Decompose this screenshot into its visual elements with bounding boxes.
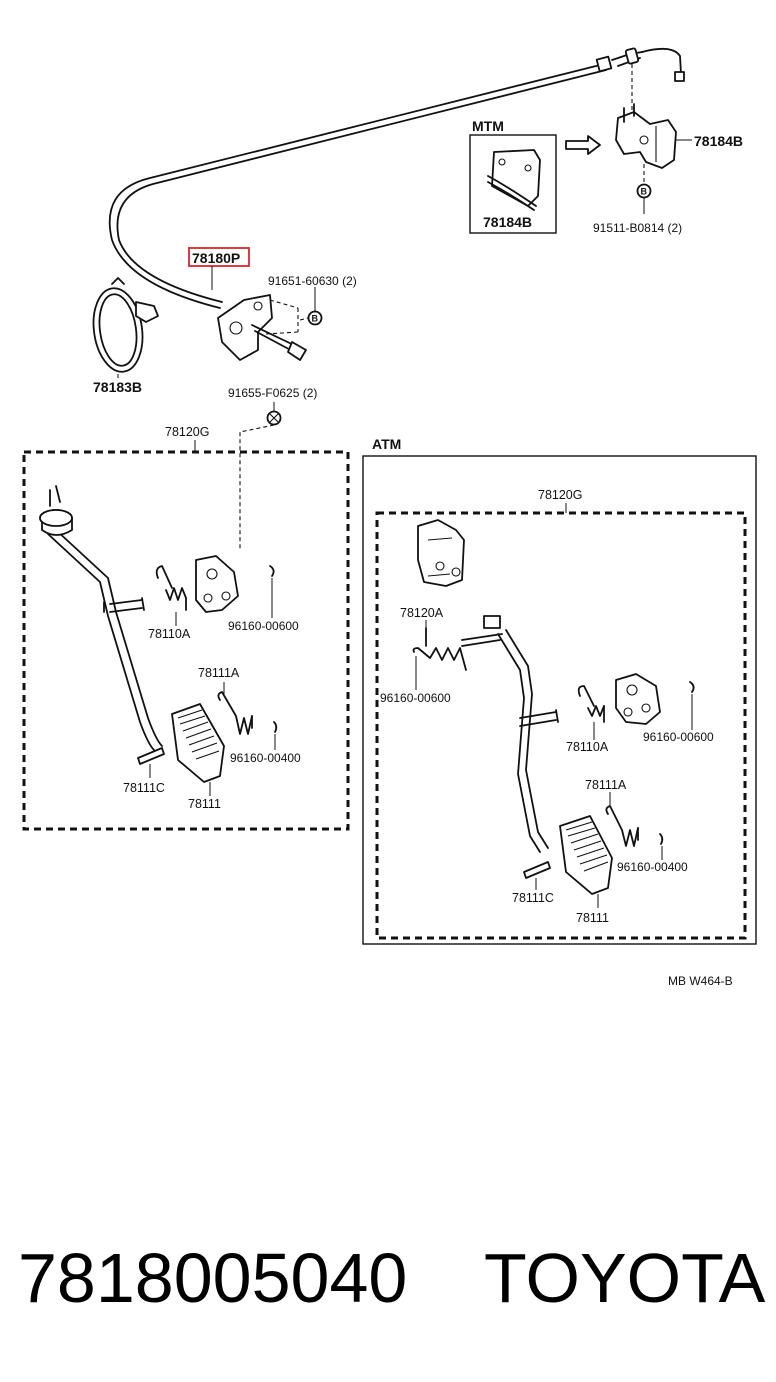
- accelerator-cable: [108, 47, 685, 309]
- svg-text:B: B: [312, 314, 319, 324]
- label-96160-00600-b[interactable]: 96160-00600: [643, 730, 714, 744]
- label-78120G-atm[interactable]: 78120G: [538, 488, 582, 502]
- label-78111[interactable]: 78111: [188, 797, 221, 811]
- label-96160-00600[interactable]: 96160-00600: [228, 619, 299, 633]
- label-96160-00400-atm[interactable]: 96160-00400: [617, 860, 688, 874]
- label-96160-00600-a[interactable]: 96160-00600: [380, 691, 451, 705]
- cable-bracket: [217, 294, 309, 361]
- label-78180P[interactable]: 78180P: [192, 250, 240, 266]
- left-assembly: [22, 440, 350, 831]
- label-91655-F0625[interactable]: 91655-F0625 (2): [228, 386, 317, 400]
- brand-name: TOYOTA: [484, 1239, 766, 1317]
- label-78184B-mtm[interactable]: 78184B: [483, 214, 532, 230]
- arrow-right-icon: [565, 135, 601, 155]
- svg-text:B: B: [641, 187, 648, 197]
- label-91511-B0814[interactable]: 91511-B0814 (2): [593, 221, 682, 235]
- atm-assembly: [362, 455, 757, 945]
- mtm-inset: [469, 134, 557, 234]
- nut-icon: [266, 410, 282, 426]
- label-78120G[interactable]: 78120G: [165, 425, 209, 439]
- section-atm: ATM: [372, 436, 401, 452]
- highlight-box: [188, 247, 250, 267]
- label-78111A[interactable]: 78111A: [198, 666, 240, 680]
- label-78111C-atm[interactable]: 78111C: [512, 891, 554, 905]
- label-78120A[interactable]: 78120A: [400, 606, 444, 620]
- part-number: 7818005040: [18, 1239, 407, 1317]
- label-78110A[interactable]: 78110A: [148, 627, 191, 641]
- drawing-reference: MB W464-B: [668, 974, 733, 988]
- mount-bracket: [615, 103, 677, 169]
- label-96160-00400[interactable]: 96160-00400: [230, 751, 301, 765]
- label-78111A-atm[interactable]: 78111A: [585, 778, 627, 792]
- label-91651-60630[interactable]: 91651-60630 (2): [268, 274, 357, 288]
- label-78183B[interactable]: 78183B: [93, 379, 142, 395]
- label-78111-atm[interactable]: 78111: [576, 911, 609, 925]
- label-78184B[interactable]: 78184B: [694, 133, 743, 149]
- bolt-b-icon: B: [636, 183, 652, 199]
- label-78110A-atm[interactable]: 78110A: [566, 740, 609, 754]
- bolt-b-icon: B: [307, 310, 323, 326]
- section-mtm: MTM: [472, 118, 504, 134]
- cable-clamp: [92, 277, 159, 373]
- label-78111C[interactable]: 78111C: [123, 781, 165, 795]
